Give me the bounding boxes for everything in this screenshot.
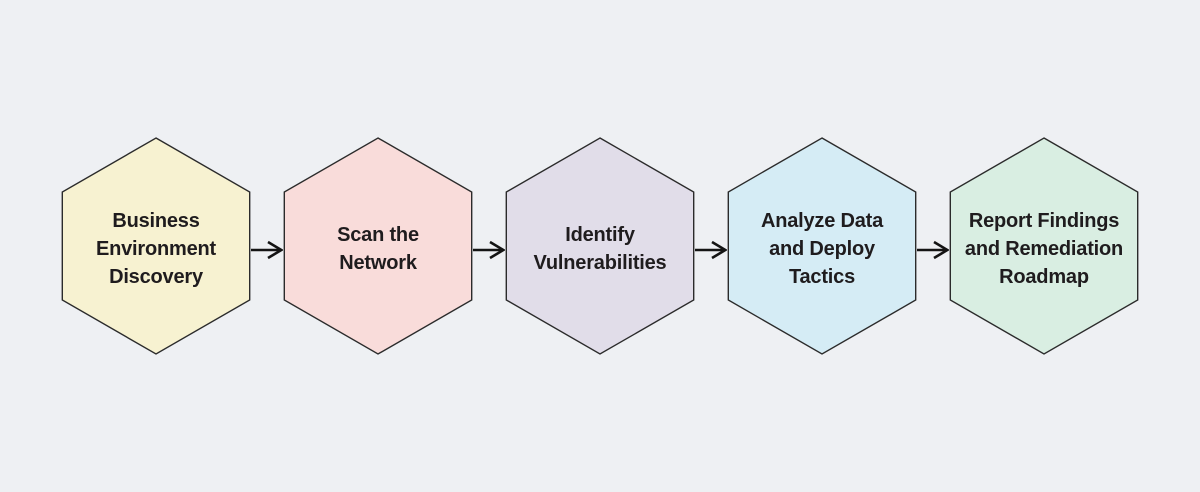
step-analyze-data-and-deploy-tactics: Analyze Data and Deploy Tactics xyxy=(727,137,917,355)
step-label: Identify Vulnerabilities xyxy=(533,224,667,274)
step-business-environment-discovery: Business Environment Discovery xyxy=(61,137,251,355)
hexagon-shape xyxy=(61,137,251,355)
hexagon-polygon xyxy=(727,137,917,355)
flow-arrow-icon xyxy=(695,237,727,263)
hexagon-polygon xyxy=(505,137,695,355)
flow-arrow-icon xyxy=(251,237,283,263)
hexagon-shape xyxy=(949,137,1139,355)
flow-arrow-icon xyxy=(917,237,949,263)
step-label: Report Findings and Remediation Roadmap xyxy=(964,210,1124,288)
hexagon-shape xyxy=(283,137,473,355)
step-label: Business Environment Discovery xyxy=(95,210,217,288)
step-identify-vulnerabilities: Identify Vulnerabilities xyxy=(505,137,695,355)
hexagon-polygon xyxy=(61,137,251,355)
step-label: Scan the Network xyxy=(337,224,419,274)
hexagon-shape xyxy=(505,137,695,355)
step-scan-the-network: Scan the Network xyxy=(283,137,473,355)
step-report-findings-and-remediation-roadmap: Report Findings and Remediation Roadmap xyxy=(949,137,1139,355)
hexagon-polygon xyxy=(949,137,1139,355)
step-label: Analyze Data and Deploy Tactics xyxy=(760,210,884,288)
hexagon-polygon xyxy=(283,137,473,355)
hexagon-shape xyxy=(727,137,917,355)
flow-arrow-icon xyxy=(473,237,505,263)
